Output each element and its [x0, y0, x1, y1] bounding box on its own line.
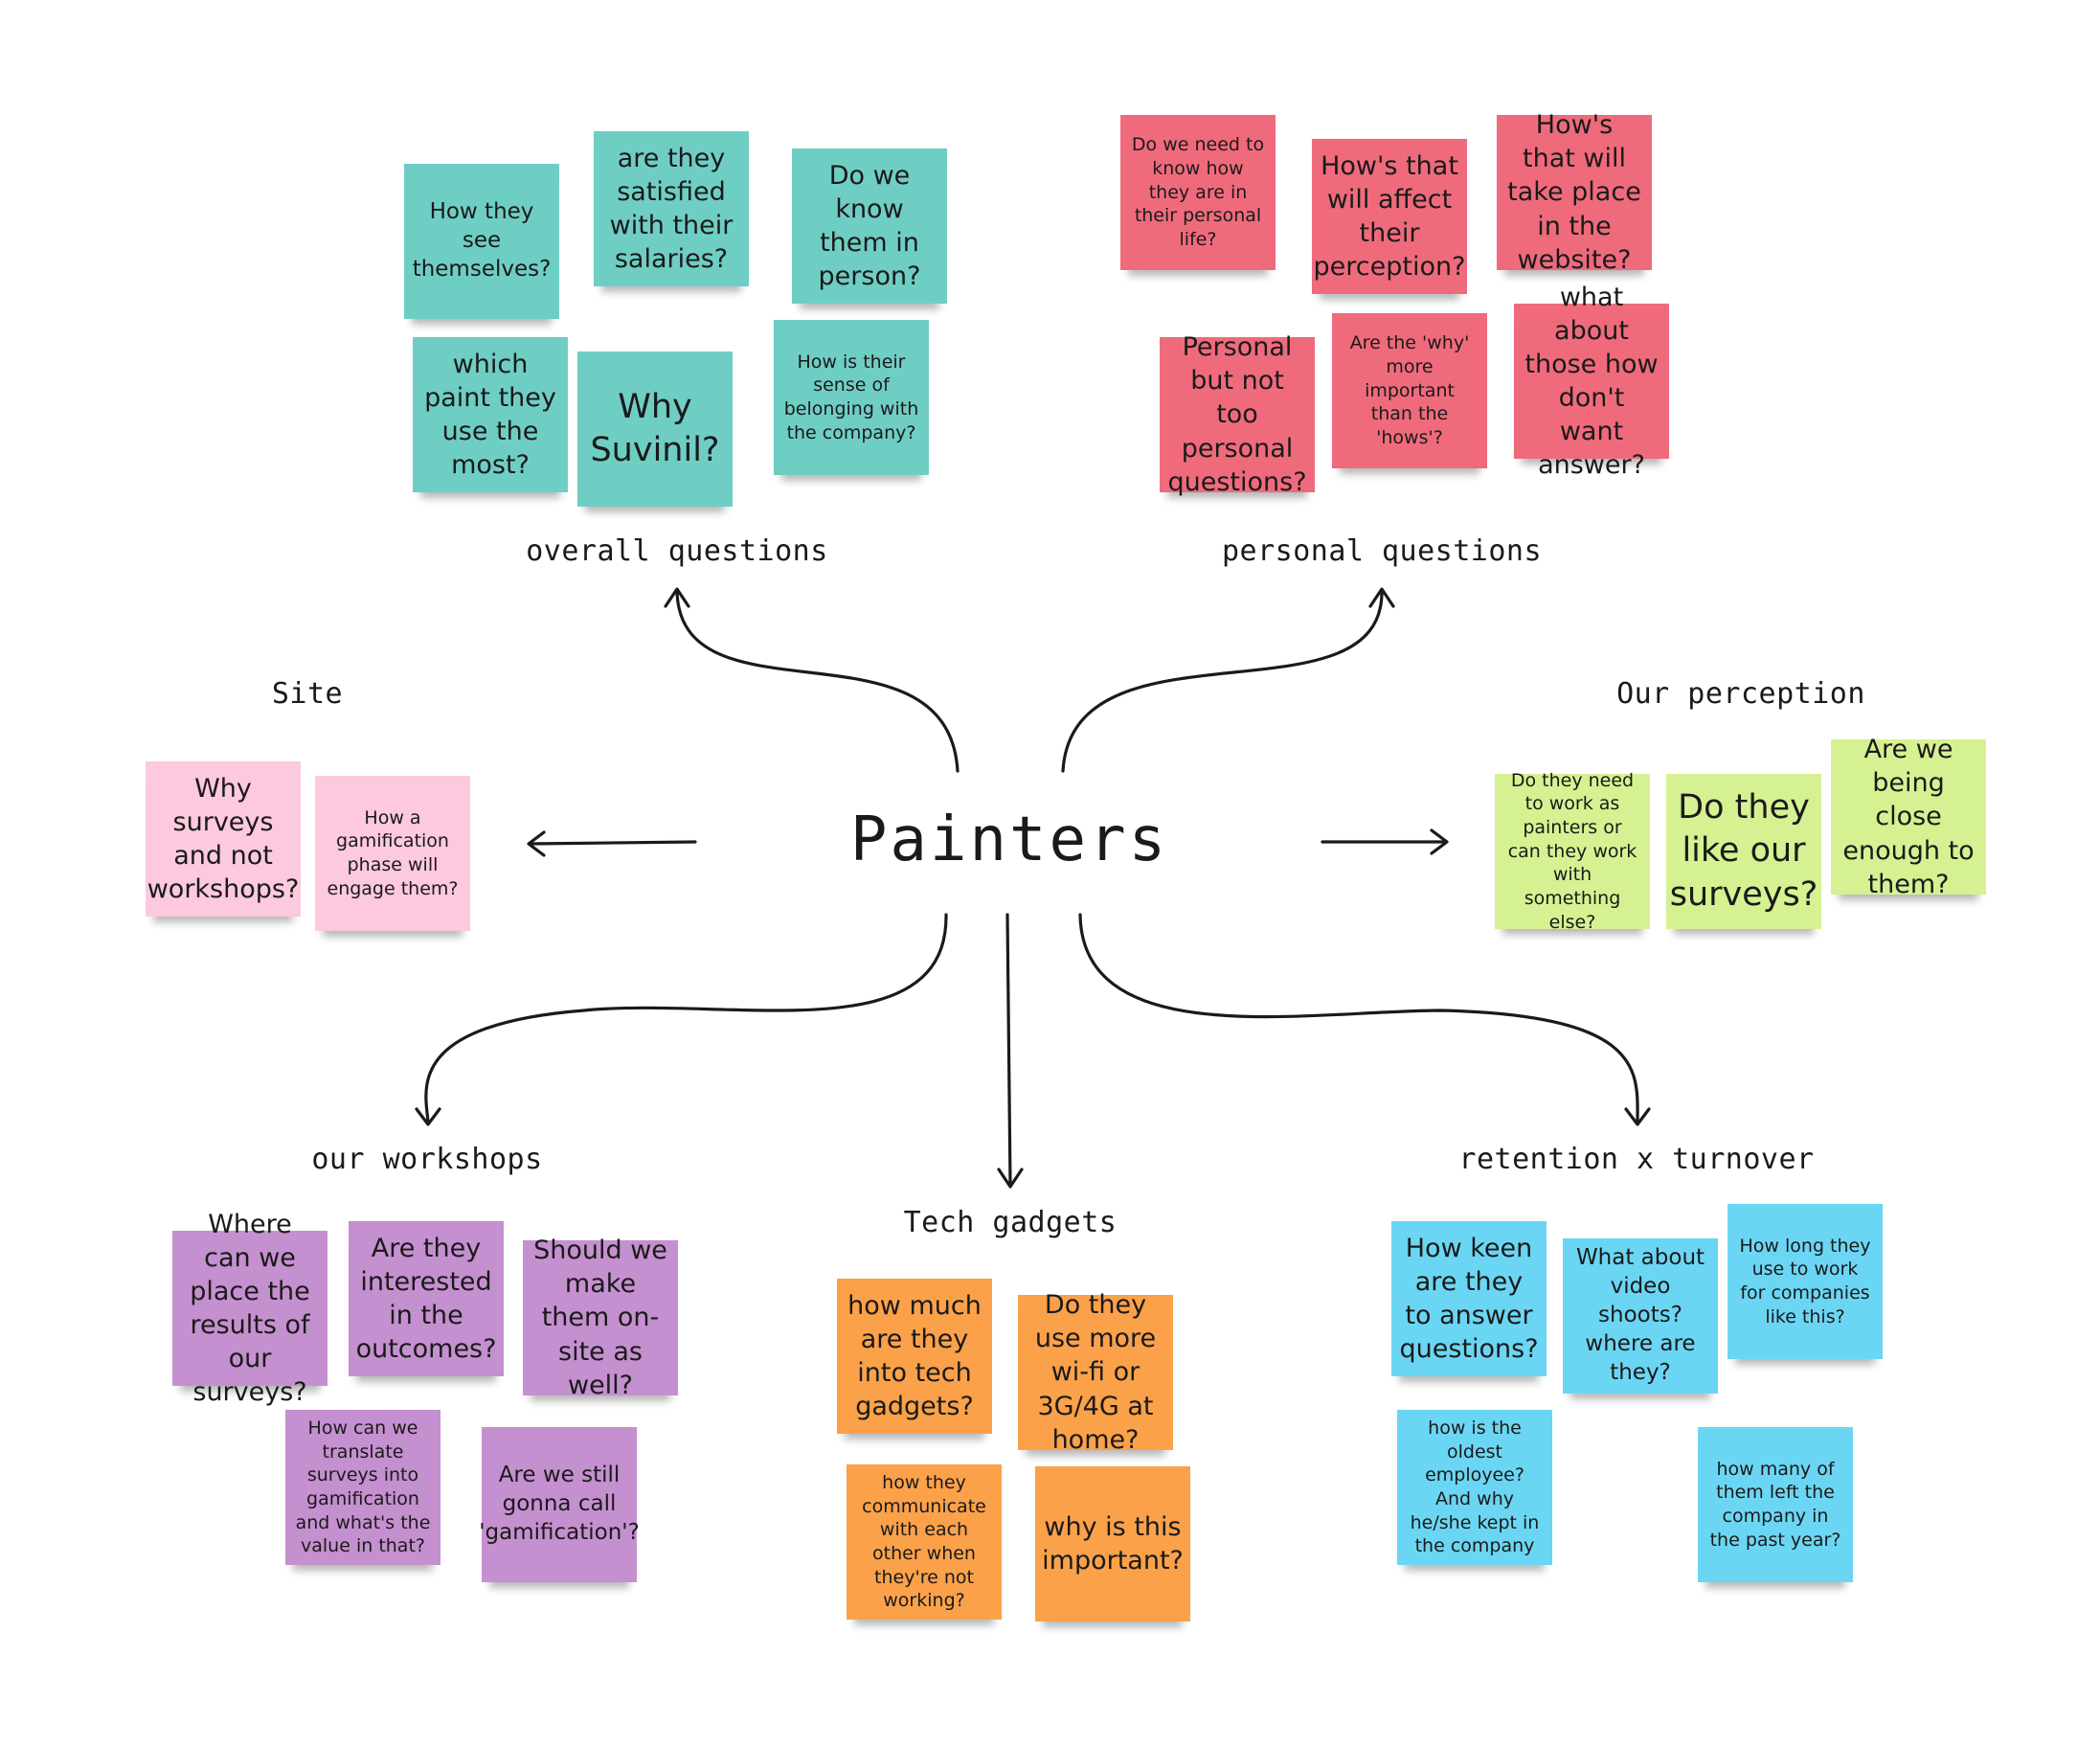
sticky-note-site-2[interactable]: How a gamification phase will engage the… [315, 776, 470, 931]
arrowhead-perception [1430, 828, 1449, 855]
sticky-note-text: what about those how don't want answer? [1524, 282, 1659, 481]
sticky-note-workshops-3[interactable]: Should we make them on-site as well? [523, 1236, 678, 1400]
group-label-tech[interactable]: Tech gadgets [903, 1206, 1118, 1239]
sticky-note-text: Do they need to work as painters or can … [1507, 769, 1637, 933]
sticky-note-perception-3[interactable]: Are we being close enough to them? [1831, 735, 1986, 899]
sticky-note-text: Should we make them on-site as well? [533, 1236, 667, 1400]
arrowhead-workshops [415, 1107, 441, 1126]
sticky-note-text: How keen are they to answer questions? [1399, 1233, 1539, 1365]
sticky-note-text: How long they use to work for companies … [1739, 1235, 1871, 1327]
arrowhead-overall [664, 587, 690, 608]
sticky-note-site-1[interactable]: Why surveys and not workshops? [146, 761, 301, 917]
sticky-note-workshops-2[interactable]: Are they interested in the outcomes? [349, 1221, 504, 1376]
sticky-note-text: How they see themselves? [412, 199, 552, 282]
sticky-note-text: Where can we place the results of our su… [190, 1209, 310, 1408]
sticky-note-perception-1[interactable]: Do they need to work as painters or can … [1495, 770, 1650, 933]
sticky-note-text: Do we need to know how they are in their… [1131, 134, 1265, 251]
sticky-note-overall-4[interactable]: which paint they use the most? [413, 337, 568, 492]
sticky-note-workshops-1[interactable]: Where can we place the results of our su… [172, 1210, 327, 1407]
connector-workshops [424, 913, 948, 1124]
sticky-note-text: Do they like our surveys? [1669, 787, 1818, 914]
sticky-note-retention-5[interactable]: how many of them left the company in the… [1698, 1427, 1853, 1582]
arrowhead-personal [1368, 587, 1395, 608]
sticky-note-personal-5[interactable]: Are the 'why' more important than the 'h… [1332, 313, 1487, 468]
sticky-note-text: How is their sense of belonging with the… [783, 351, 919, 443]
sticky-note-text: how much are they into tech gadgets? [847, 1290, 982, 1422]
sticky-note-perception-2[interactable]: Do they like our surveys? [1666, 774, 1821, 929]
sticky-note-text: Do they use more wi-fi or 3G/4G at home? [1034, 1290, 1157, 1455]
group-label-retention[interactable]: retention x turnover [1458, 1143, 1815, 1176]
sticky-note-text: Are they interested in the outcomes? [355, 1233, 497, 1365]
arrowhead-site [527, 830, 546, 857]
sticky-note-retention-3[interactable]: How long they use to work for companies … [1727, 1204, 1883, 1359]
sticky-note-tech-1[interactable]: how much are they into tech gadgets? [837, 1279, 992, 1434]
sticky-note-text: Why Suvinil? [590, 387, 720, 470]
sticky-note-workshops-4[interactable]: How can we translate surveys into gamifi… [285, 1410, 440, 1565]
group-label-personal[interactable]: personal questions [1221, 534, 1543, 568]
sticky-note-text: How can we translate surveys into gamifi… [295, 1417, 431, 1557]
sticky-note-tech-4[interactable]: why is this important? [1035, 1466, 1190, 1621]
sticky-note-retention-1[interactable]: How keen are they to answer questions? [1391, 1221, 1547, 1376]
sticky-note-text: Do we know them in person? [818, 160, 921, 292]
sticky-note-overall-6[interactable]: How is their sense of belonging with the… [774, 320, 929, 475]
sticky-note-text: How's that will affect their perception? [1313, 150, 1466, 283]
sticky-note-text: which paint they use the most? [424, 349, 556, 481]
arrowhead-retention [1624, 1107, 1651, 1126]
sticky-note-text: Are we being close enough to them? [1842, 735, 1975, 899]
sticky-note-retention-2[interactable]: What about video shoots? where are they? [1563, 1238, 1718, 1394]
sticky-note-text: Are we still gonna call 'gamification'? [479, 1463, 640, 1545]
sticky-note-text: how is the oldest employee? And why he/s… [1410, 1417, 1540, 1557]
group-label-workshops[interactable]: our workshops [311, 1143, 543, 1176]
sticky-note-text: Are the 'why' more important than the 'h… [1349, 332, 1470, 449]
connector-overall [675, 589, 960, 773]
sticky-note-personal-6[interactable]: what about those how don't want answer? [1514, 283, 1669, 480]
sticky-note-text: Why surveys and not workshops? [147, 773, 300, 905]
central-topic[interactable]: Painters [849, 805, 1169, 875]
sticky-note-text: how they communicate with each other whe… [862, 1471, 986, 1612]
sticky-note-text: why is this important? [1042, 1511, 1184, 1576]
sticky-note-overall-1[interactable]: How they see themselves? [404, 164, 559, 319]
group-label-overall[interactable]: overall questions [526, 534, 828, 568]
sticky-note-personal-3[interactable]: How's that will take place in the websit… [1497, 110, 1652, 275]
sticky-note-tech-3[interactable]: how they communicate with each other whe… [847, 1464, 1002, 1620]
group-label-site[interactable]: Site [271, 677, 344, 711]
sticky-note-overall-5[interactable]: Why Suvinil? [577, 351, 733, 507]
sticky-note-retention-4[interactable]: how is the oldest employee? And why he/s… [1397, 1410, 1552, 1565]
sticky-note-personal-4[interactable]: Personal but not too personal questions? [1160, 332, 1315, 497]
sticky-note-text: how many of them left the company in the… [1709, 1458, 1841, 1551]
sticky-note-personal-2[interactable]: How's that will affect their perception? [1312, 139, 1467, 294]
connector-retention [1078, 913, 1639, 1124]
sticky-note-overall-3[interactable]: Do we know them in person? [792, 148, 947, 304]
arrowhead-tech [997, 1168, 1024, 1189]
sticky-note-text: are they satisfied with their salaries? [609, 143, 734, 275]
sticky-note-text: What about video shoots? where are they? [1575, 1245, 1705, 1385]
group-label-perception[interactable]: Our perception [1616, 677, 1865, 711]
sticky-note-text: How's that will take place in the websit… [1507, 110, 1641, 275]
sticky-note-personal-1[interactable]: Do we need to know how they are in their… [1120, 115, 1276, 270]
connector-tech [1005, 913, 1012, 1187]
sticky-note-workshops-5[interactable]: Are we still gonna call 'gamification'? [479, 1427, 640, 1582]
connector-personal [1061, 589, 1384, 773]
sticky-note-text: Personal but not too personal questions? [1167, 332, 1307, 497]
sticky-note-text: How a gamification phase will engage the… [327, 806, 459, 899]
sticky-note-tech-2[interactable]: Do they use more wi-fi or 3G/4G at home? [1018, 1290, 1173, 1455]
connector-site [528, 840, 697, 846]
sticky-note-overall-2[interactable]: are they satisfied with their salaries? [594, 131, 749, 286]
